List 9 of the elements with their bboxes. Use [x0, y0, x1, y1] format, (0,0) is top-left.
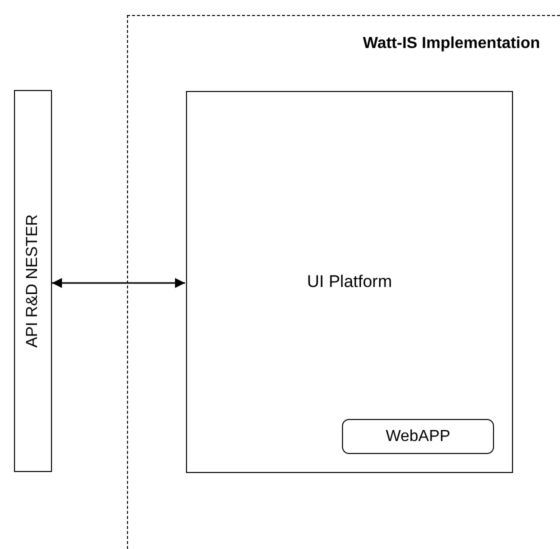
platform-box: [186, 91, 513, 473]
connector-arrow: [52, 278, 185, 288]
app-label: WebAPP: [386, 428, 450, 446]
boundary-region: [127, 15, 560, 549]
app-box: [342, 419, 494, 454]
region-title: Watt-IS Implementation: [362, 35, 540, 53]
component-label: API R&D NESTER: [24, 214, 42, 348]
component-bar: [14, 90, 52, 472]
platform-label: UI Platform: [306, 272, 392, 292]
